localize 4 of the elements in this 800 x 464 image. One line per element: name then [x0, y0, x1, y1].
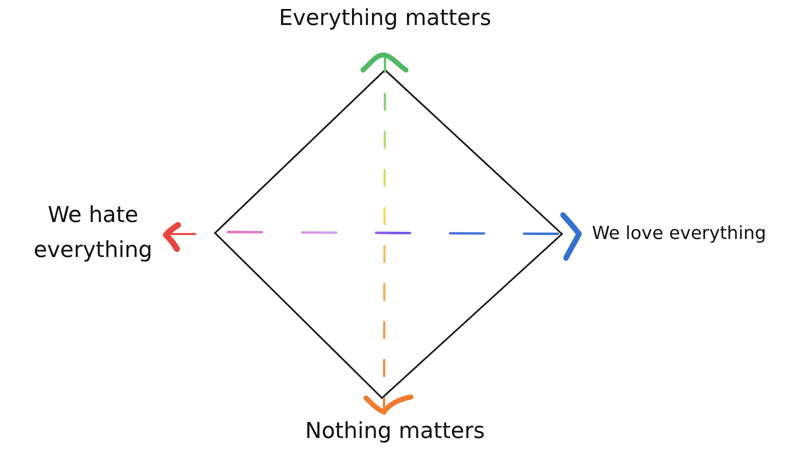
axis-label: Nothing matters [305, 418, 485, 446]
axis-label: We hate everything [32, 202, 154, 266]
axis-label: Everything matters [278, 5, 492, 33]
axis-label: We love everything [592, 222, 766, 246]
